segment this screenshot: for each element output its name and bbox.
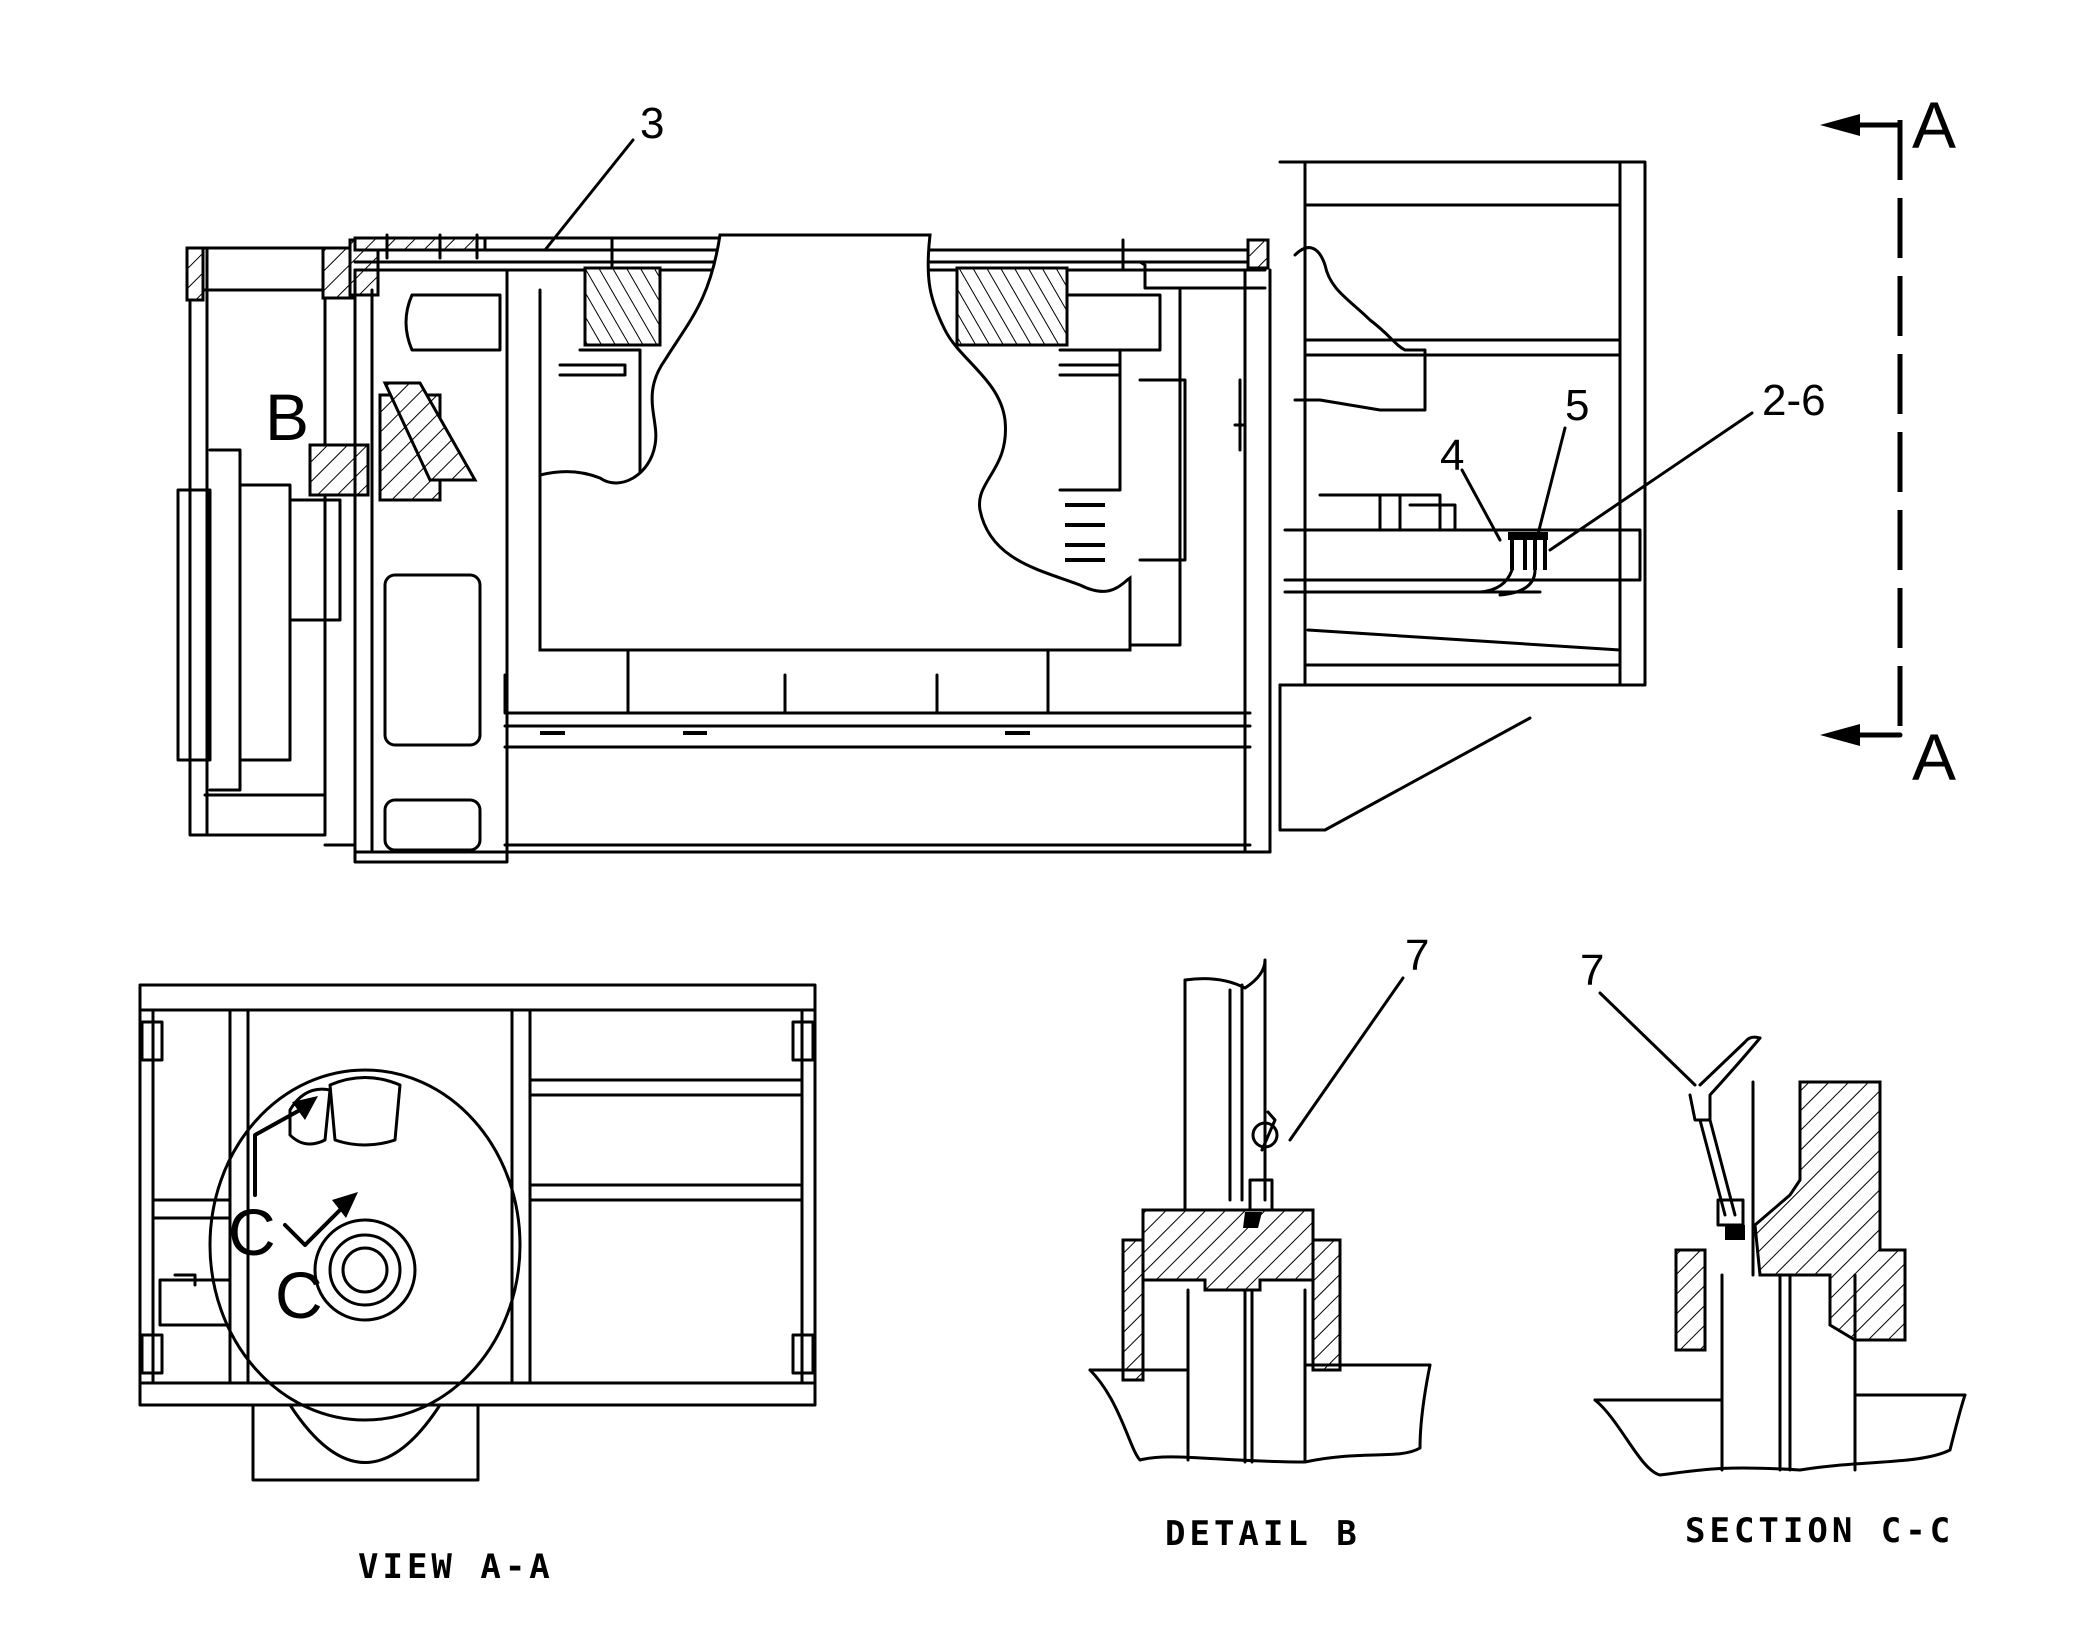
section-c-c: 7 SECTION C-C [1580,946,1967,1551]
detail-b: 7 DETAIL B [1088,931,1432,1554]
coupling-flange [176,246,342,837]
section-marker-c-lower: C [275,1258,323,1332]
callout-label-3: 3 [640,99,664,148]
detail-marker-b: B [265,380,309,454]
callout-4: 4 [1440,431,1502,542]
upper-frame-band [353,233,1270,290]
exciter-housing [1278,160,1647,832]
callout-3: 3 [543,99,664,252]
main-assembly-view: A A B 3 4 5 2-6 [176,88,1956,864]
section-marker-c-upper: C [228,1195,276,1269]
callout-label-5: 5 [1565,381,1589,430]
stator-cutaway [404,233,1247,652]
caption-detail-b: DETAIL B [1165,1514,1361,1554]
caption-section-c-c: SECTION C-C [1685,1511,1954,1551]
callout-label-4: 4 [1440,431,1464,480]
callout-label-7-section-c-c: 7 [1580,946,1604,995]
section-marker-a-bottom: A [1912,720,1956,794]
callout-5: 5 [1535,381,1589,540]
leader-7-section-c-c [1598,991,1697,1087]
callout-2-6: 2-6 [1548,376,1826,552]
section-marker-a-top: A [1912,88,1956,162]
section-line-a-a: A A [1820,88,1956,794]
callout-label-2-6: 2-6 [1762,376,1826,425]
leader-7-detail-b [1288,976,1405,1142]
view-a-a: C C VIEW A-A [138,983,817,1587]
caption-view-a-a: VIEW A-A [358,1547,554,1587]
end-bracket [308,238,478,847]
callout-label-7-detail-b: 7 [1405,931,1429,980]
